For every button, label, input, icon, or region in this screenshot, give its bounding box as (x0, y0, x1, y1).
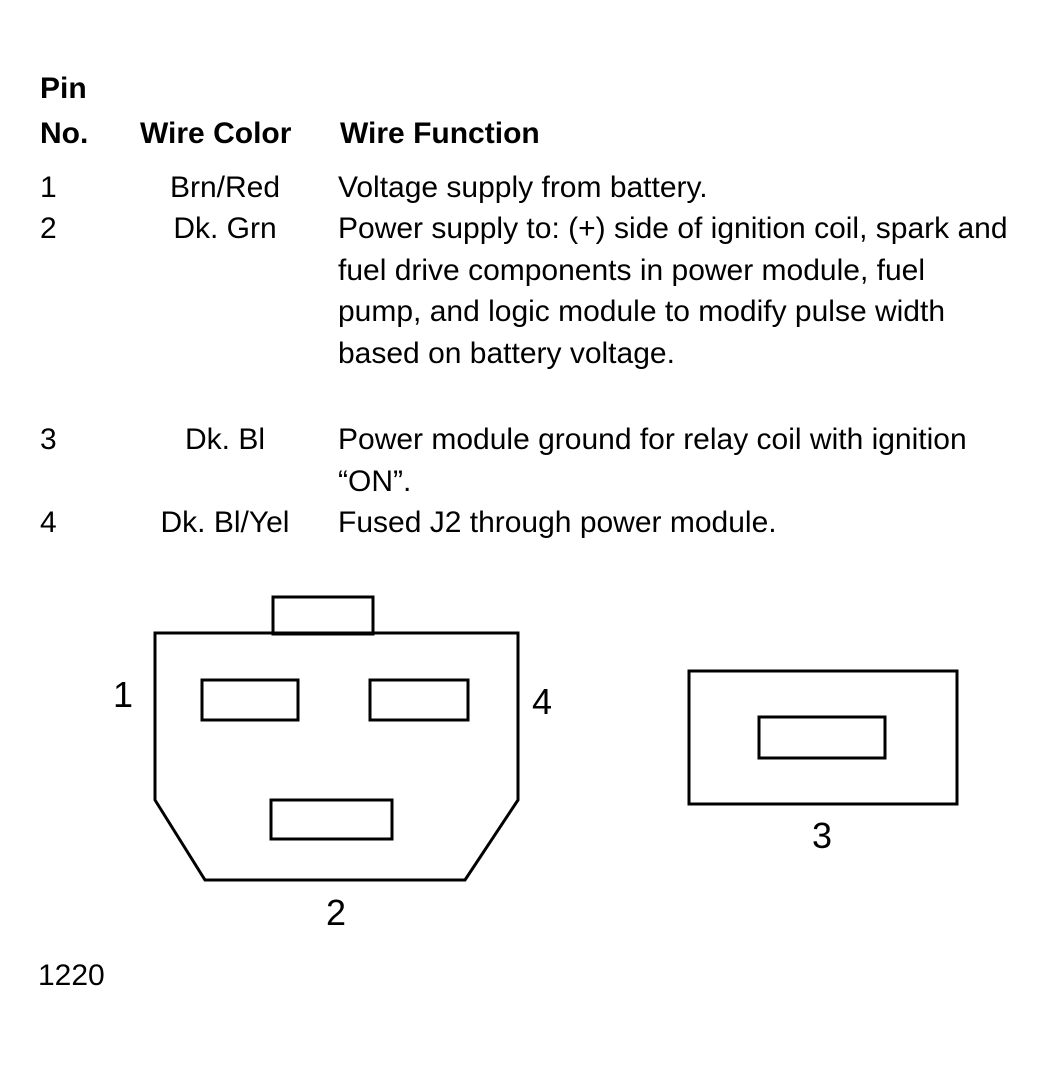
connector-a-label-pin-4: 4 (532, 681, 552, 722)
connector-b (687, 669, 959, 806)
header-pin-line2: No. (40, 117, 89, 150)
connector-a-label-pin-1: 1 (113, 674, 133, 715)
row-1-pin: 1 (40, 171, 57, 204)
header-wire-function: Wire Function (340, 117, 540, 150)
header-wire-color: Wire Color (140, 117, 292, 150)
row-3-wire-function: Power module ground for relay coil with … (338, 423, 967, 498)
row-1-wire-color: Brn/Red (169, 171, 281, 204)
figure-number: 1220 (38, 959, 105, 992)
row-4-pin: 4 (40, 506, 57, 539)
connector-b-label-pin-3: 3 (812, 815, 832, 856)
connector-a-housing (153, 631, 520, 882)
row-3-pin: 3 (40, 423, 57, 456)
connector-b-terminal-pin-3 (757, 715, 887, 760)
row-2-wire-function: Power supply to: (+) side of ignition co… (338, 212, 1008, 370)
connector-a-terminal-pin-2 (269, 798, 394, 841)
connector-a-latch-tab (271, 595, 375, 636)
header-pin-line1: Pin (40, 72, 87, 105)
row-2-wire-color: Dk. Grn (173, 212, 277, 245)
row-1-wire-function: Voltage supply from battery. (338, 171, 708, 204)
row-4-wire-color: Dk. Bl/Yel (160, 506, 290, 539)
connector-b-housing (687, 669, 959, 806)
row-2-pin: 2 (40, 212, 57, 245)
connector-a (153, 595, 520, 882)
connector-a-terminal-pin-1 (200, 678, 300, 722)
row-3-wire-color: Dk. Bl (184, 423, 265, 456)
row-4-wire-function: Fused J2 through power module. (338, 506, 777, 539)
connector-a-label-pin-2: 2 (326, 892, 346, 933)
connector-a-terminal-pin-4 (368, 678, 470, 722)
